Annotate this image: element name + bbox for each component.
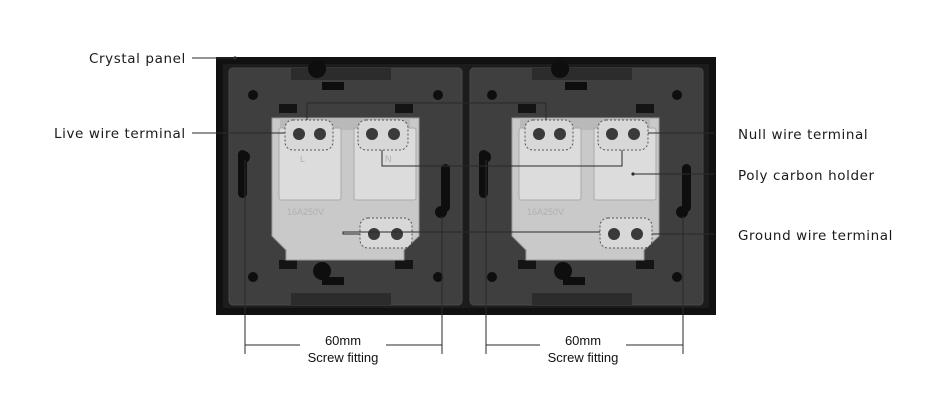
terminal-screw (631, 228, 643, 240)
dim-value-left: 60mm (325, 333, 361, 348)
corner-hole (248, 90, 258, 100)
dimension-right: 60mm Screw fitting (485, 160, 684, 365)
leader-dot (233, 56, 237, 60)
leader-live-bridge (306, 102, 547, 120)
live-terminal-right (524, 119, 574, 151)
leader-lines (192, 56, 714, 235)
dim-label-right: Screw fitting (548, 350, 619, 365)
terminal-screw (368, 228, 380, 240)
screw-hole-left-a (238, 151, 250, 163)
screw-hole-right-b (676, 206, 688, 218)
clip (279, 104, 297, 113)
corner-hole (672, 90, 682, 100)
mold-letter-live: L (300, 154, 305, 164)
dim-label-left: Screw fitting (308, 350, 379, 365)
clip (518, 260, 536, 269)
terminal-screw (554, 128, 566, 140)
corner-hole (248, 272, 258, 282)
left-module: L N 16A250V (228, 60, 463, 306)
keyhole-slot-top-right (551, 60, 587, 90)
clip (279, 260, 297, 269)
clip (395, 104, 413, 113)
corner-hole (487, 272, 497, 282)
terminal-screw (314, 128, 326, 140)
rating-mark-right: 16A250V (527, 207, 564, 217)
screw-hole-right-a (479, 151, 491, 163)
plate-notch-bottom-right (532, 293, 632, 305)
terminal-screw (628, 128, 640, 140)
dimension-left: 60mm Screw fitting (244, 160, 443, 365)
leader-null-bridge (381, 150, 623, 167)
ground-terminal-right (599, 217, 653, 249)
corner-hole (433, 90, 443, 100)
right-module: 16A250V (469, 60, 704, 306)
label-crystal-panel: Crystal panel (89, 51, 186, 67)
clip (518, 104, 536, 113)
clip (395, 260, 413, 269)
label-null-wire-terminal: Null wire terminal (738, 127, 868, 143)
corner-hole (433, 272, 443, 282)
null-terminal-left (357, 119, 409, 151)
label-live-wire-terminal: Live wire terminal (54, 126, 186, 142)
leader-ground-bridge (342, 231, 600, 235)
terminal-screw (533, 128, 545, 140)
live-terminal-left (284, 119, 334, 151)
keyhole-slot-bottom-right (554, 262, 585, 285)
terminal-screw (293, 128, 305, 140)
terminal-screw (391, 228, 403, 240)
plate-notch-top-left (291, 68, 391, 80)
terminal-screw (366, 128, 378, 140)
clip (636, 260, 654, 269)
side-slot-right-b (682, 164, 691, 212)
rating-mark-left: 16A250V (287, 207, 324, 217)
keyhole-slot-top-left (308, 60, 344, 90)
mold-letter-null: N (385, 154, 392, 164)
keyhole-slot-bottom-left (313, 262, 344, 285)
ground-terminal-left (359, 217, 413, 249)
plate-notch-bottom-left (291, 293, 391, 305)
screw-hole-left-b (435, 206, 447, 218)
plate-notch-top-right (532, 68, 632, 80)
label-poly-carbon-holder: Poly carbon holder (738, 168, 875, 184)
leader-dot (631, 172, 635, 176)
terminal-screw (608, 228, 620, 240)
terminal-screw (388, 128, 400, 140)
clip (636, 104, 654, 113)
corner-hole (487, 90, 497, 100)
dim-value-right: 60mm (565, 333, 601, 348)
terminal-screw (606, 128, 618, 140)
side-slot-left-b (441, 164, 450, 212)
null-terminal-right (597, 119, 649, 151)
corner-hole (672, 272, 682, 282)
label-ground-wire-terminal: Ground wire terminal (738, 228, 893, 244)
